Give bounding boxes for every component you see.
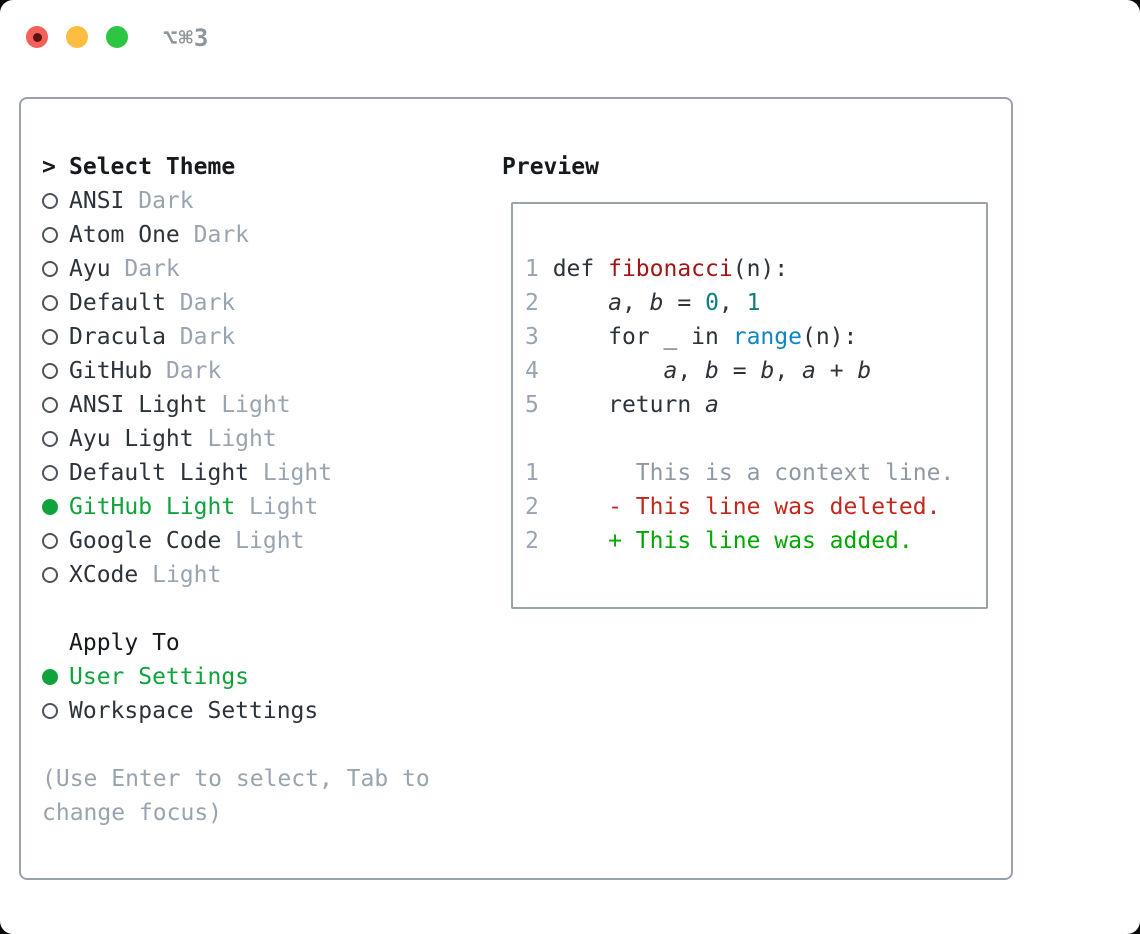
theme-option-ansi-light[interactable]: ANSI Light Light [42, 388, 502, 422]
select-theme-title: Select Theme [69, 154, 236, 180]
theme-name: Default [69, 290, 166, 316]
theme-name: ANSI Light [69, 392, 208, 418]
theme-name: Default Light [69, 460, 250, 486]
select-theme-header: > Select Theme [42, 150, 502, 184]
code-line-def: 1 def fibonacci(n): [525, 256, 789, 282]
theme-option-ayu-light[interactable]: Ayu Light Light [42, 422, 502, 456]
diff-context-line: 1 This is a context line. [525, 460, 955, 486]
theme-variant: Dark [165, 324, 236, 350]
code-line-blank [525, 422, 986, 456]
radio-icon [42, 227, 58, 243]
code-line-swap: 4 a, b = b, a + b [525, 358, 872, 384]
theme-name: XCode [69, 562, 139, 588]
radio-icon [42, 533, 58, 549]
theme-option-atom-one[interactable]: Atom One Dark [42, 218, 502, 252]
spacer [42, 592, 502, 626]
theme-name: Atom One [69, 222, 180, 248]
theme-name: Google Code [69, 528, 222, 554]
radio-icon [42, 431, 58, 447]
theme-variant: Light [249, 460, 333, 486]
apply-option-workspace-settings[interactable]: Workspace Settings [42, 694, 502, 728]
close-dot-icon [32, 32, 42, 42]
maximize-button[interactable] [106, 26, 128, 48]
theme-option-dracula[interactable]: Dracula Dark [42, 320, 502, 354]
line-number: 1 [525, 256, 553, 282]
radio-selected-icon [42, 499, 58, 515]
theme-variant: Light [207, 392, 291, 418]
apply-option-label: User Settings [69, 664, 250, 690]
close-button[interactable] [26, 26, 48, 48]
preview-column: Preview 1 def fibonacci(n): 2 a, b = 0, 1… [502, 150, 1011, 878]
theme-variant: Dark [110, 256, 180, 282]
line-number: 1 [525, 460, 553, 486]
line-number [525, 426, 539, 452]
theme-name: Ayu Light [69, 426, 194, 452]
theme-option-xcode[interactable]: XCode Light [42, 558, 502, 592]
theme-variant: Light [221, 528, 305, 554]
radio-icon [42, 567, 58, 583]
code-line-for: 3 for _ in range(n): [525, 324, 858, 350]
theme-variant: Dark [124, 188, 194, 214]
traffic-lights [26, 26, 128, 48]
theme-option-default-light[interactable]: Default Light Light [42, 456, 502, 490]
preview-box: 1 def fibonacci(n): 2 a, b = 0, 1 3 for _ … [511, 202, 988, 609]
diff-deleted-line: 2 - This line was deleted. [525, 494, 941, 520]
theme-variant: Dark [179, 222, 250, 248]
theme-option-github-light[interactable]: GitHub Light Light [42, 490, 502, 524]
radio-icon [42, 329, 58, 345]
theme-variant: Dark [152, 358, 222, 384]
keyboard-hint: (Use Enter to select, Tab to change focu… [42, 766, 430, 826]
code-line-assign: 2 a, b = 0, 1 [525, 290, 761, 316]
line-number: 2 [525, 528, 553, 554]
theme-variant: Light [193, 426, 277, 452]
code-line-return: 5 return a [525, 392, 719, 418]
radio-icon [42, 703, 58, 719]
theme-option-default[interactable]: Default Dark [42, 286, 502, 320]
radio-selected-icon [42, 669, 58, 685]
line-number: 4 [525, 358, 553, 384]
window-title: ⌥⌘3 [163, 24, 210, 52]
theme-name: Ayu [69, 256, 111, 282]
radio-icon [42, 261, 58, 277]
theme-name: ANSI [69, 188, 125, 214]
radio-icon [42, 295, 58, 311]
minimize-button[interactable] [66, 26, 88, 48]
apply-to-header: Apply To [42, 626, 502, 660]
apply-option-label: Workspace Settings [69, 698, 319, 724]
radio-icon [42, 363, 58, 379]
theme-name: Dracula [69, 324, 166, 350]
theme-variant: Light [235, 494, 319, 520]
theme-option-github[interactable]: GitHub Dark [42, 354, 502, 388]
spacer [42, 728, 502, 762]
theme-option-google-code[interactable]: Google Code Light [42, 524, 502, 558]
preview-title: Preview [502, 154, 599, 180]
theme-option-ansi[interactable]: ANSI Dark [42, 184, 502, 218]
diff-added-line: 2 + This line was added. [525, 528, 913, 554]
cursor-arrow-icon: > [42, 154, 56, 180]
line-number: 3 [525, 324, 553, 350]
theme-option-ayu[interactable]: Ayu Dark [42, 252, 502, 286]
line-number: 2 [525, 290, 553, 316]
titlebar: ⌥⌘3 [0, 0, 1140, 75]
apply-option-user-settings[interactable]: User Settings [42, 660, 502, 694]
line-number: 2 [525, 494, 553, 520]
theme-name: GitHub Light [69, 494, 236, 520]
radio-icon [42, 465, 58, 481]
line-number: 5 [525, 392, 553, 418]
theme-variant: Dark [165, 290, 236, 316]
apply-to-title: Apply To [69, 630, 180, 656]
theme-variant: Light [138, 562, 222, 588]
theme-name: GitHub [69, 358, 153, 384]
radio-icon [42, 397, 58, 413]
radio-icon [42, 193, 58, 209]
